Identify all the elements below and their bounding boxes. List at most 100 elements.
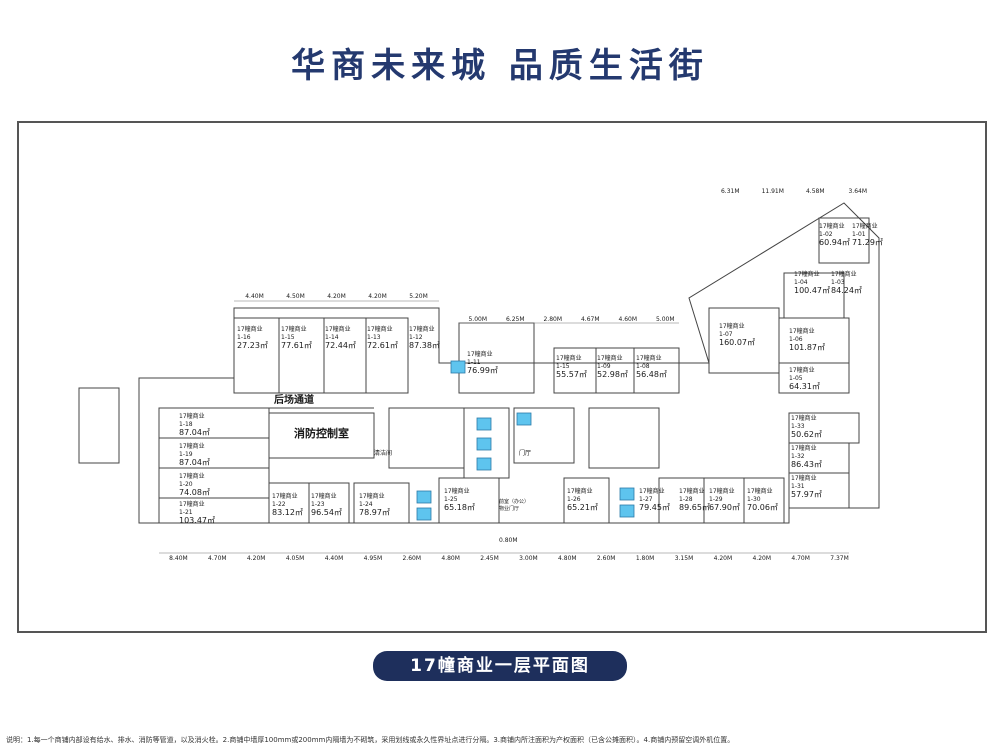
unit-name: 17幢商业 <box>179 473 205 480</box>
unit-name: 17幢商业 <box>831 271 857 278</box>
bottom-dimension: 3.00M <box>519 555 538 562</box>
unit-area: 50.62㎡ <box>791 430 822 439</box>
unit-name: 17幢商业 <box>679 488 705 495</box>
unit-number: 1-22 <box>272 501 286 508</box>
top-dimension: 5.00M <box>468 316 488 323</box>
unit-name: 17幢商业 <box>819 223 845 230</box>
unit-area: 60.94㎡ <box>819 238 850 247</box>
unit-area: 78.97㎡ <box>359 508 390 517</box>
unit-area: 87.04㎡ <box>179 428 210 437</box>
top-dimension: 4.40M <box>245 293 264 300</box>
unit-number: 1-02 <box>819 231 833 238</box>
unit-number: 1-04 <box>794 279 808 286</box>
unit-area: 67.90㎡ <box>709 503 740 512</box>
bottom-dimension: 2.60M <box>596 555 616 562</box>
unit-area: 74.08㎡ <box>179 488 210 497</box>
unit-number: 1-05 <box>789 375 803 382</box>
label-cleaning: 清洁间 <box>374 450 393 457</box>
unit-name: 17幢商业 <box>597 355 623 362</box>
bottom-dimension: 4.70M <box>208 555 227 562</box>
unit-number: 1-30 <box>747 496 761 503</box>
bottom-dimension: 7.37M <box>830 555 849 562</box>
unit-number: 1-11 <box>467 359 481 366</box>
bottom-dimension: 2.45M <box>480 555 499 562</box>
unit-name: 17幢商业 <box>789 328 815 335</box>
unit-name: 17幢商业 <box>281 326 307 333</box>
building-outline <box>138 202 880 524</box>
unit-area: 79.45㎡ <box>639 503 670 512</box>
unit-number: 1-01 <box>852 231 866 238</box>
unit-number: 1-16 <box>237 334 251 341</box>
label-lobby: 门厅 <box>519 450 532 457</box>
bottom-dimension: 4.80M <box>441 555 460 562</box>
unit-area: 56.48㎡ <box>636 370 667 379</box>
bottom-dimension: 4.20M <box>752 555 772 562</box>
unit-area: 84.24㎡ <box>831 286 862 295</box>
unit-area: 52.98㎡ <box>597 370 628 379</box>
unit-number: 1-20 <box>179 481 193 488</box>
unit-name: 17幢商业 <box>467 351 493 358</box>
top-dimension: 6.25M <box>505 316 525 323</box>
label-back-corridor: 后场通道 <box>274 395 314 406</box>
unit-name: 17幢商业 <box>272 493 298 500</box>
top-dimension: 4.58M <box>805 188 825 195</box>
unit-number: 1-19 <box>179 451 193 458</box>
unit-name: 17幢商业 <box>719 323 745 330</box>
unit-number: 1-06 <box>789 336 803 343</box>
top-dimension: 6.31M <box>720 188 740 195</box>
unit-name: 17幢商业 <box>179 443 205 450</box>
top-dimension: 5.00M <box>655 316 675 323</box>
unit-area: 96.54㎡ <box>311 508 342 517</box>
top-dimension: 2.80M <box>543 316 563 323</box>
unit-area: 65.18㎡ <box>444 503 475 512</box>
unit-name: 17幢商业 <box>179 413 205 420</box>
top-dimension: 4.60M <box>618 316 638 323</box>
bottom-dimension: 4.80M <box>558 555 577 562</box>
unit-area: 86.43㎡ <box>791 460 822 469</box>
unit-name: 17幢商业 <box>789 367 815 374</box>
unit-name: 17幢商业 <box>636 355 662 362</box>
bottom-dimension: 4.40M <box>324 555 344 562</box>
unit-area: 64.31㎡ <box>789 382 820 391</box>
label-fire-control: 消防控制室 <box>294 427 349 440</box>
plan-caption: 17幢商业一层平面图 <box>373 651 627 681</box>
unit-name: 17幢商业 <box>567 488 593 495</box>
top-dimension: 5.20M <box>409 293 428 300</box>
unit-area: 160.07㎡ <box>719 338 755 347</box>
top-dimension: 3.64M <box>848 188 868 195</box>
unit-name: 17幢商业 <box>179 501 205 508</box>
unit-number: 1-09 <box>597 363 611 370</box>
unit-area: 55.57㎡ <box>556 370 587 379</box>
bottom-dimension: 2.60M <box>402 555 422 562</box>
unit-name: 17幢商业 <box>409 326 435 333</box>
bottom-dimension: 1.80M <box>635 555 655 562</box>
unit-name: 17幢商业 <box>556 355 582 362</box>
unit-name: 17幢商业 <box>311 493 337 500</box>
plan-note: 说明：1.每一个商铺内部设有给水、排水、消防等管道，以及消火栓。2.商铺中墙厚1… <box>6 736 735 744</box>
top-dimension: 4.20M <box>368 293 387 300</box>
unit-name: 17幢商业 <box>852 223 878 230</box>
bottom-dimension: 3.15M <box>674 555 694 562</box>
unit-name: 17幢商业 <box>794 271 820 278</box>
unit-area: 87.38㎡ <box>409 341 440 350</box>
unit-name: 17幢商业 <box>709 488 735 495</box>
